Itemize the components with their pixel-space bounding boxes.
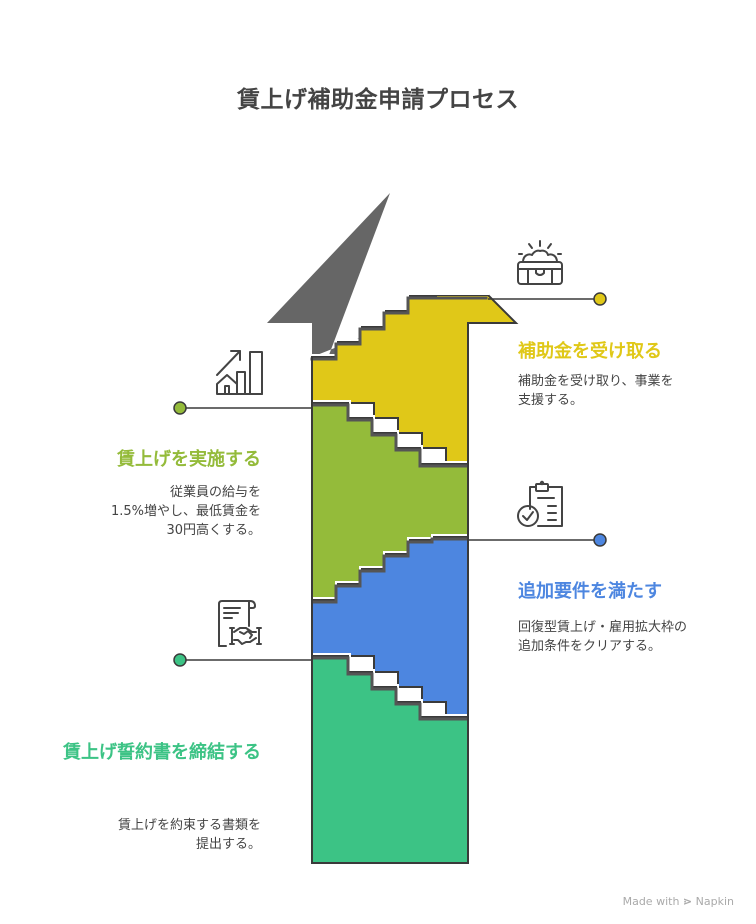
step-4-title: 補助金を受け取る bbox=[518, 341, 662, 362]
stair-edges-2 bbox=[312, 400, 468, 468]
watermark-prefix: Made with bbox=[622, 895, 680, 908]
step-2-title: 追加要件を満たす bbox=[518, 581, 662, 602]
stair-edges-4 bbox=[312, 653, 468, 721]
step-2-description: 回復型賃上げ・雇用拡大枠の 追加条件をクリアする。 bbox=[518, 620, 688, 654]
connector-step-2 bbox=[468, 533, 607, 547]
napkin-watermark: Made with ⋗ Napkin bbox=[623, 895, 734, 908]
step-3-description: 従業員の給与を 1.5%増やし、最低賃金を 30円高くする。 bbox=[110, 485, 261, 538]
stair-edges-top bbox=[310, 293, 489, 361]
growth-chart-house-icon bbox=[216, 350, 263, 395]
connector-step-4 bbox=[488, 292, 607, 306]
stair-edges-3 bbox=[312, 534, 468, 604]
page-title: 賃上げ補助金申請プロセス bbox=[237, 87, 519, 113]
step-4-description: 補助金を受け取り、事業を 支援する。 bbox=[518, 374, 674, 408]
step-3-title: 賃上げを実施する bbox=[117, 449, 261, 470]
connector-step-3 bbox=[173, 401, 312, 415]
clipboard-check-icon bbox=[517, 480, 563, 527]
step-1-description: 賃上げを約束する書類を 提出する。 bbox=[117, 818, 261, 852]
connector-step-1 bbox=[173, 653, 312, 667]
treasure-chest-icon bbox=[517, 240, 563, 285]
step-1-title: 賃上げ誓約書を締結する bbox=[63, 742, 261, 763]
contract-handshake-icon bbox=[218, 600, 262, 647]
napkin-logo-icon: ⋗ bbox=[682, 895, 693, 908]
watermark-brand: Napkin bbox=[695, 895, 734, 908]
step-4-segment bbox=[311, 294, 519, 465]
